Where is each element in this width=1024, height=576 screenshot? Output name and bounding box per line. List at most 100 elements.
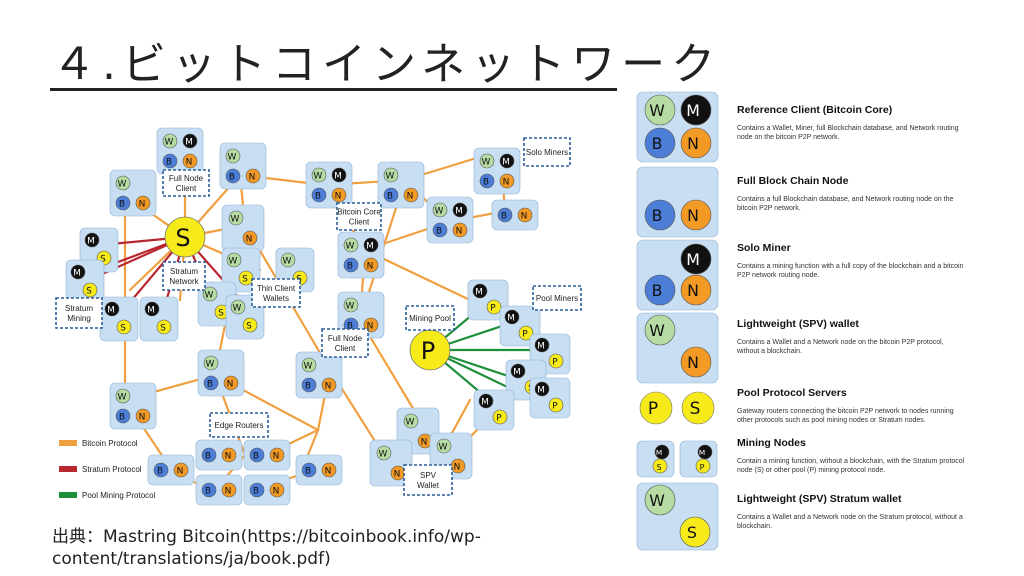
pool-mining-node: MP [473,389,515,431]
node-type-desc: Contains a full Blockchain database, and… [737,196,953,203]
callout-text: Edge Routers [215,421,264,430]
wallet-letter: W [386,172,395,182]
blockchain-letter: B [205,452,211,462]
wallet-node-circle [115,175,131,191]
miner-letter: M [107,306,115,316]
miner-node-circle [182,133,198,149]
key-network-circle [680,274,712,306]
callout-pool-miners: Pool Miners [532,285,582,311]
wallet-letter: W [346,242,355,252]
key-stratum-letter: S [656,463,661,472]
key-blockchain-letter: B [652,134,663,153]
key-network-letter: N [687,134,699,153]
wallet-letter: W [283,257,292,267]
network-node-circle [135,408,151,424]
legend-label: Bitcoin Protocol [82,439,138,448]
stratum-mining-node: MS [139,296,179,342]
stratum-letter: S [120,324,126,334]
miner-node-circle [534,337,550,353]
key-blockchain-letter: B [652,206,663,225]
pool-node-circle [486,299,502,315]
node-type-1: Reference Client (Bitcoin Core)Contains … [737,104,959,141]
caption-line-2: content/translations/ja/book.pdf) [52,549,331,569]
blockchain-node-circle [432,222,448,238]
wallet-letter: W [228,153,237,163]
network-letter: N [273,487,280,497]
blockchain-node-circle [301,462,317,478]
blockchain-letter: B [436,227,442,237]
node-type-desc: Contains a Wallet and a Network node on … [737,339,944,346]
wallet-letter: W [231,215,240,225]
node-box [197,349,245,397]
key-pool-server-circle [639,391,673,425]
key-network-letter: N [687,206,699,225]
callout-text: Thin Client [257,284,296,293]
key-network-circle [680,127,712,159]
blockchain-letter: B [483,178,489,188]
network-node-circle [221,482,237,498]
wallet-letter: W [314,172,323,182]
stratum-server: S [164,216,206,258]
miner-letter: M [87,237,95,247]
miner-node-circle [452,202,468,218]
wallet-letter: W [205,291,214,301]
node-box [109,382,157,430]
miner-letter: M [513,368,521,378]
stratum-letter: S [160,324,166,334]
callout-text: Mining [67,314,91,323]
callout-text: Stratum [65,304,93,313]
node-box [295,454,343,486]
network-letter: N [139,413,146,423]
wallet-letter: W [165,138,174,148]
network-node-circle [173,462,189,478]
miner-letter: M [507,314,515,324]
node-box [221,204,265,252]
callout-text: Stratum [170,267,198,276]
callout-box [403,464,453,496]
blockchain-letter: B [205,487,211,497]
node-type-title: Lightweight (SPV) Stratum wallet [737,493,902,505]
miner-node-circle [363,237,379,253]
caption-line-1: 出典：Mastring Bitcoin(https://bitcoinbook.… [52,527,481,547]
node-box [305,161,353,209]
node-type-desc: node (S) or other pool (P) mining protoc… [737,467,885,474]
stratum-node-circle [242,317,258,333]
wallet-node-circle [311,167,327,183]
slide-title: ４.ビットコインネットワーク [52,39,722,90]
miner-node-circle [472,283,488,299]
node-type-desc: without a blockchain. [736,348,802,355]
network-letter: N [227,380,234,390]
key-network-letter: N [687,353,699,372]
wallet-letter: W [206,360,215,370]
callout-text: Mining Pool [409,314,451,323]
miner-node-circle [478,393,494,409]
node-type-desc: Contains a Wallet, Miner, full Blockchai… [737,125,959,132]
blockchain-letter: B [501,212,507,222]
node-box [99,296,139,342]
blockchain-node-circle [115,195,131,211]
callout-box [321,328,369,358]
network-letter: N [456,227,463,237]
wallet-letter: W [439,443,448,453]
miner-letter: M [185,138,193,148]
network-letter: N [454,463,461,473]
network-letter: N [225,487,232,497]
network-node-circle [363,257,379,273]
blockchain-letter: B [315,192,321,202]
blockchain-letter: B [253,487,259,497]
key-stratum-server-circle [681,391,715,425]
key-stratum-circle [679,516,711,548]
